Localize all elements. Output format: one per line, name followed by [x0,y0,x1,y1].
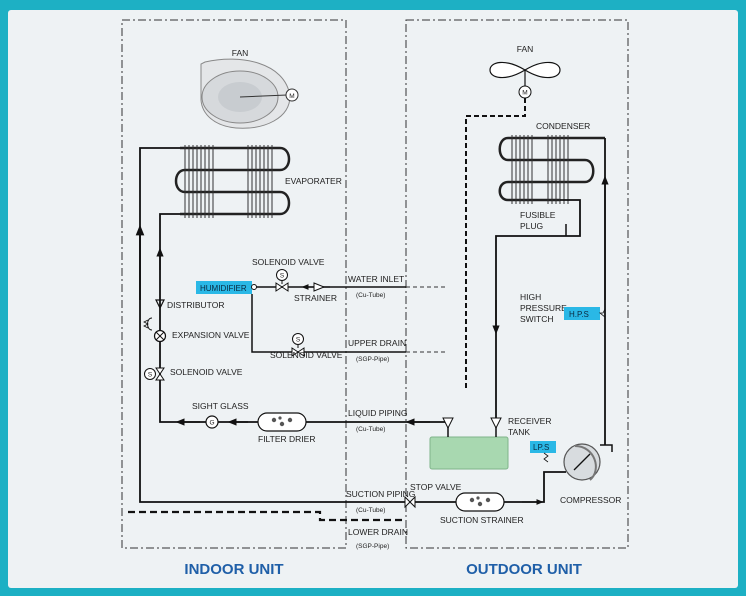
suction-strainer-icon [455,492,505,512]
expansion-valve-label: EXPANSION VALVE [172,330,250,340]
upper-drain-material: (SGP-Pipe) [356,356,389,363]
stop-valve-icon [404,495,416,509]
distributor-label: DISTRIBUTOR [167,300,224,310]
diagram-panel [8,10,738,588]
expansion-valve-icon [143,317,167,343]
hps-label-1: HIGH [520,292,541,302]
outdoor-fan-icon [489,61,561,99]
humidifier-box [196,281,252,294]
suction-piping-material: (Cu-Tube) [356,507,385,514]
water-inlet-material: (Cu-Tube) [356,292,385,299]
upper-drain-label: UPPER DRAIN [348,338,406,348]
condenser-outlet-line [495,199,581,420]
solenoid-valve-left-label: SOLENOID VALVE [170,367,243,377]
filter-drier-label: FILTER DRIER [258,434,315,444]
suction-piping-label: SUCTION PIPING [346,489,415,499]
indoor-fan [200,58,299,129]
hps-box [564,307,600,320]
sight-glass-icon [205,415,219,429]
compressor-icon [563,443,613,481]
solenoid-top-symbol: S [280,273,285,280]
strainer-label: STRAINER [294,293,337,303]
receiver-tank-label-2: TANK [508,427,530,437]
water-inlet-label: WATER INLET [348,274,404,284]
solenoid-valve-top-label: SOLENOID VALVE [252,257,325,267]
indoor-unit-boundary [121,19,347,549]
solenoid-left-symbol: S [148,372,153,379]
indoor-motor-label: M [289,93,294,100]
lps-box [530,441,556,453]
outdoor-motor-label: M [522,90,527,97]
fusible-plug-label-2: PLUG [520,221,543,231]
suction-strainer-label: SUCTION STRAINER [440,515,524,525]
liquid-piping-material: (Cu-Tube) [356,426,385,433]
receiver-tank [429,436,509,470]
filter-drier-icon [257,412,307,432]
solenoid-valve-top-icon [275,269,289,292]
evaporator-coil [174,145,291,218]
fan-control-dashed-line [465,98,526,390]
lps-box-label: LP.S [533,443,549,452]
solenoid-mid-symbol: S [296,337,301,344]
condenser-coil [498,135,605,204]
lower-drain-label: LOWER DRAIN [348,527,408,537]
sight-glass-label: SIGHT GLASS [192,401,249,411]
fusible-plug-label-1: FUSIBLE [520,210,556,220]
suction-line-outdoor [504,471,566,503]
receiver-tank-label-1: RECEIVER [508,416,551,426]
sight-glass-symbol: G [209,420,214,427]
outdoor-fan-label: FAN [517,44,534,54]
indoor-motor-icon [285,88,299,102]
outdoor-unit-title: OUTDOOR UNIT [466,561,582,578]
solenoid-valve-mid-label: SOLENOID VALVE [270,350,343,360]
indoor-fan-label: FAN [232,48,249,58]
solenoid-valve-left-icon [144,367,165,381]
hps-label-3: SWITCH [520,314,554,324]
compressor-label: COMPRESSOR [560,495,621,505]
hps-label-2: PRESSURE [520,303,567,313]
indoor-unit-title: INDOOR UNIT [184,561,283,578]
distributor-icon [155,299,165,310]
condenser-label: CONDENSER [536,121,590,131]
lower-drain-line [128,510,406,522]
upper-drain-line [251,294,406,353]
hps-box-label: H.P.S [569,310,589,319]
suction-line [139,147,410,503]
evaporator-label: EVAPORATER [285,176,342,186]
solenoid-valve-mid-icon [291,333,305,357]
strainer-icon [313,282,326,292]
humidifier-label: HUMIDIFIER [200,284,247,293]
liquid-piping-label: LIQUID PIPING [348,408,408,418]
lower-drain-material: (SGP-Pipe) [356,543,389,550]
stop-valve-label: STOP VALVE [410,482,462,492]
outdoor-unit-boundary [405,19,629,549]
